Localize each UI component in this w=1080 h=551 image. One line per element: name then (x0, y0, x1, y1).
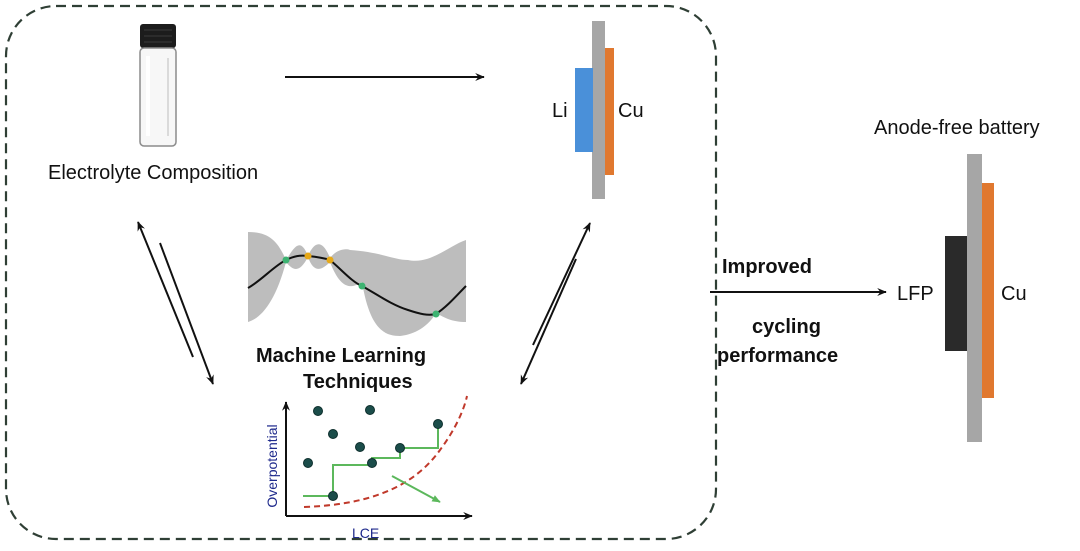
cycling-label: cycling (752, 316, 821, 338)
gaussian-process-plot (247, 232, 467, 336)
pareto-frontier (303, 395, 468, 508)
data-point (303, 458, 313, 468)
performance-label: performance (717, 345, 839, 367)
data-point (328, 429, 338, 439)
sample-point (358, 282, 366, 290)
vial-icon (139, 24, 177, 147)
improvement-arrow (391, 475, 441, 503)
cu-label-top: Cu (618, 100, 644, 122)
lfp-label: LFP (897, 283, 934, 305)
sample-point (282, 256, 290, 264)
double-arrow-cell-ml (520, 222, 591, 385)
sample-point (326, 256, 334, 264)
improved-label: Improved (722, 256, 813, 278)
electrolyte-composition-label: Electrolyte Composition (48, 162, 259, 184)
workflow-frame (4, 4, 718, 541)
data-point (328, 491, 338, 501)
cu-label-right: Cu (1001, 283, 1027, 305)
sample-point (304, 252, 312, 260)
data-point (395, 443, 405, 453)
x-axis-label: LCE (352, 525, 380, 541)
data-point (367, 458, 377, 468)
y-axis-label: Overpotential (264, 424, 280, 508)
data-point (355, 442, 365, 452)
sample-point (432, 310, 440, 318)
anode-free-battery-label: Anode-free battery (874, 117, 1040, 139)
data-point (433, 419, 443, 429)
data-point (313, 406, 323, 416)
ml-title-line1: Machine Learning (256, 345, 427, 367)
pareto-scatter-plot (282, 395, 473, 520)
anode-free-battery (945, 154, 994, 442)
ml-title-line2: Techniques (303, 371, 413, 393)
li-label: Li (552, 100, 568, 122)
data-point (365, 405, 375, 415)
double-arrow-composition-ml (137, 221, 214, 385)
li-cu-cell (575, 21, 614, 199)
